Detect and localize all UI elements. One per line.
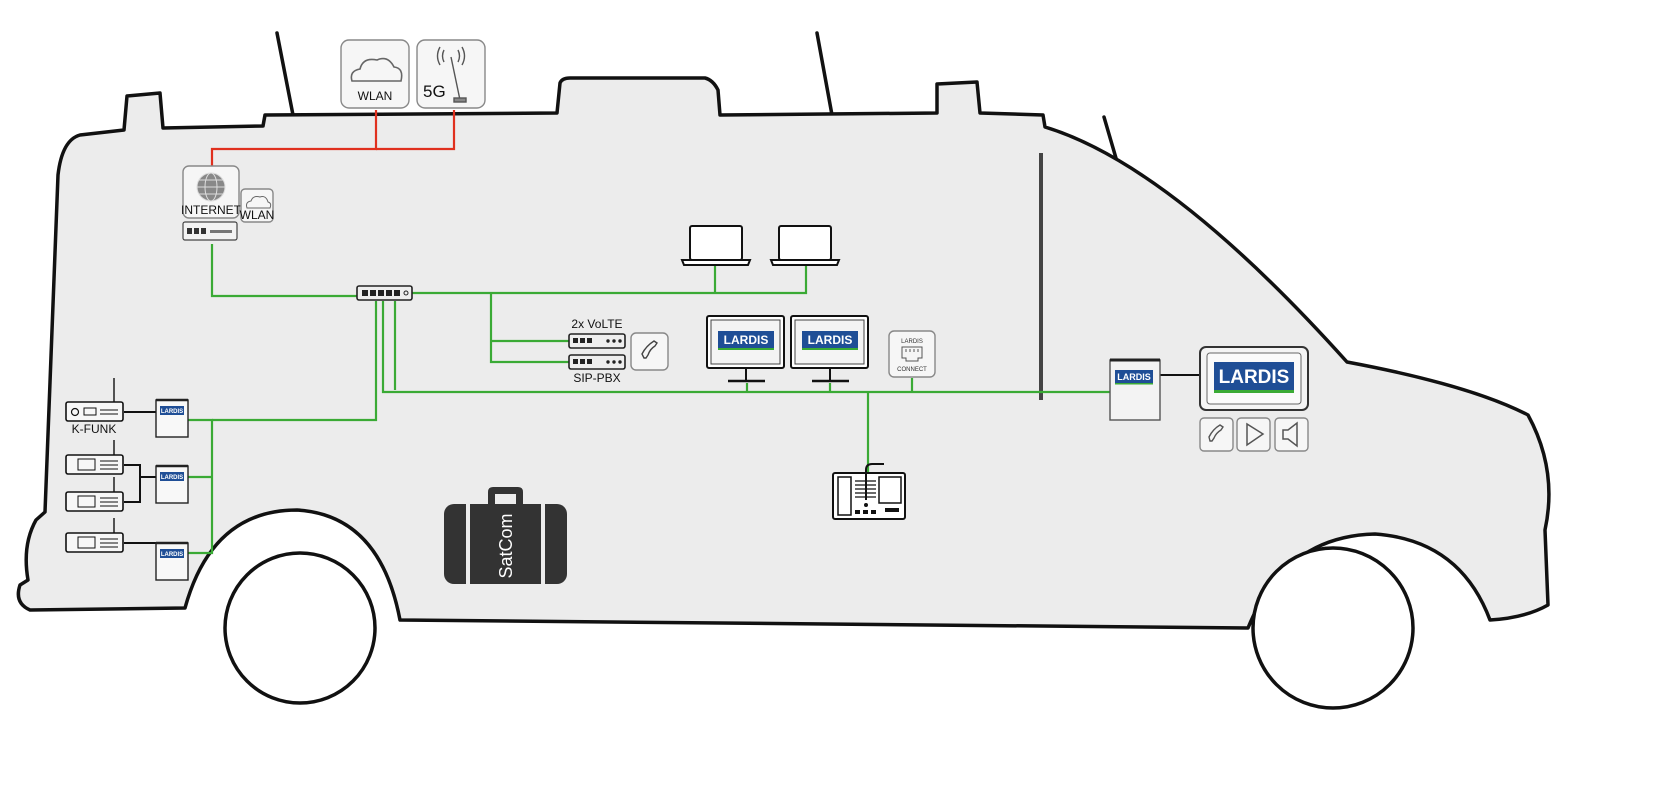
wheels (223, 546, 1415, 710)
cab-lardis-display[interactable]: LARDIS (1199, 346, 1309, 411)
wlan-access-tile[interactable]: WLAN (340, 39, 410, 109)
satcom-label: SatCom (496, 513, 516, 578)
brand-label: LARDIS (808, 333, 853, 347)
brand-label: LARDIS (161, 552, 183, 558)
phone-icon (1208, 424, 1224, 442)
volte-gateway[interactable]: 2x VoLTE (568, 317, 626, 349)
cab-volume-button[interactable] (1274, 417, 1309, 452)
brand-label: LARDIS (161, 475, 183, 481)
rear-wheel (223, 551, 377, 705)
cab-phone-button[interactable] (1199, 417, 1234, 452)
monitor-icon: LARDIS (706, 315, 785, 383)
wlan-small-label: WLAN (240, 208, 275, 222)
uplink-connections (210, 110, 456, 166)
radio-interface-2[interactable]: LARDIS (155, 464, 189, 504)
volte-label: 2x VoLTE (571, 317, 622, 331)
desk-console-icon (832, 463, 906, 520)
cab-lardis-unit[interactable]: LARDIS (1109, 358, 1161, 421)
laptop-1[interactable] (680, 225, 752, 266)
speaker-icon (1282, 421, 1298, 448)
lardis-monitor-2[interactable]: LARDIS (790, 315, 869, 383)
sip-pbx-gateway[interactable]: SIP-PBX (568, 354, 626, 385)
connect-label: CONNECT (897, 367, 927, 373)
cloud-icon (350, 57, 403, 82)
radio-3[interactable] (65, 477, 124, 512)
wlan-module-tile[interactable]: WLAN (240, 188, 275, 223)
brand-label: LARDIS (724, 333, 769, 347)
internet-router[interactable]: INTERNET (181, 165, 242, 241)
radio-4[interactable] (65, 518, 124, 553)
front-wheel (1251, 546, 1415, 710)
lardis-connect-tile[interactable]: LARDIS CONNECT (888, 330, 936, 378)
phone-icon (641, 340, 658, 359)
radio-interface-1[interactable]: LARDIS (155, 398, 189, 438)
laptop-icon (680, 225, 752, 266)
k-funk-radio[interactable]: K-FUNK (65, 378, 124, 436)
speaker-icon (1246, 422, 1265, 447)
antenna-icon (436, 46, 467, 103)
monitor-icon: LARDIS (790, 315, 869, 383)
brand-label: LARDIS (901, 339, 923, 345)
radio-icon (65, 518, 124, 553)
fiveg-label: 5G (423, 82, 446, 101)
cab-speaker-button[interactable] (1236, 417, 1271, 452)
brand-label: LARDIS (161, 409, 183, 415)
satcom-case[interactable]: SatCom (444, 487, 567, 584)
internet-label: INTERNET (181, 203, 242, 217)
serial-connections (124, 374, 1200, 544)
sipbx-label: SIP-PBX (573, 371, 620, 385)
radio-interface-3[interactable]: LARDIS (155, 541, 189, 581)
network-switch-icon (362, 290, 409, 296)
phone-tile[interactable] (630, 332, 669, 371)
radio-2[interactable] (65, 440, 124, 475)
lardis-monitor-1[interactable]: LARDIS (706, 315, 785, 383)
desk-console[interactable] (832, 463, 906, 520)
laptop-2[interactable] (769, 225, 841, 266)
wlan-label: WLAN (358, 89, 393, 103)
fiveg-tile[interactable]: 5G (416, 39, 486, 109)
radio-icon (65, 477, 124, 512)
brand-label: LARDIS (1219, 367, 1290, 388)
case-icon (444, 487, 567, 584)
laptop-icon (769, 225, 841, 266)
kfunk-label: K-FUNK (72, 422, 117, 436)
radio-icon (65, 378, 124, 422)
cloud-icon (246, 196, 272, 209)
ethernet-port-icon (901, 346, 923, 362)
radio-icon (65, 440, 124, 475)
globe-icon (196, 172, 226, 202)
brand-label: LARDIS (1117, 372, 1151, 382)
network-switch[interactable] (356, 285, 413, 301)
